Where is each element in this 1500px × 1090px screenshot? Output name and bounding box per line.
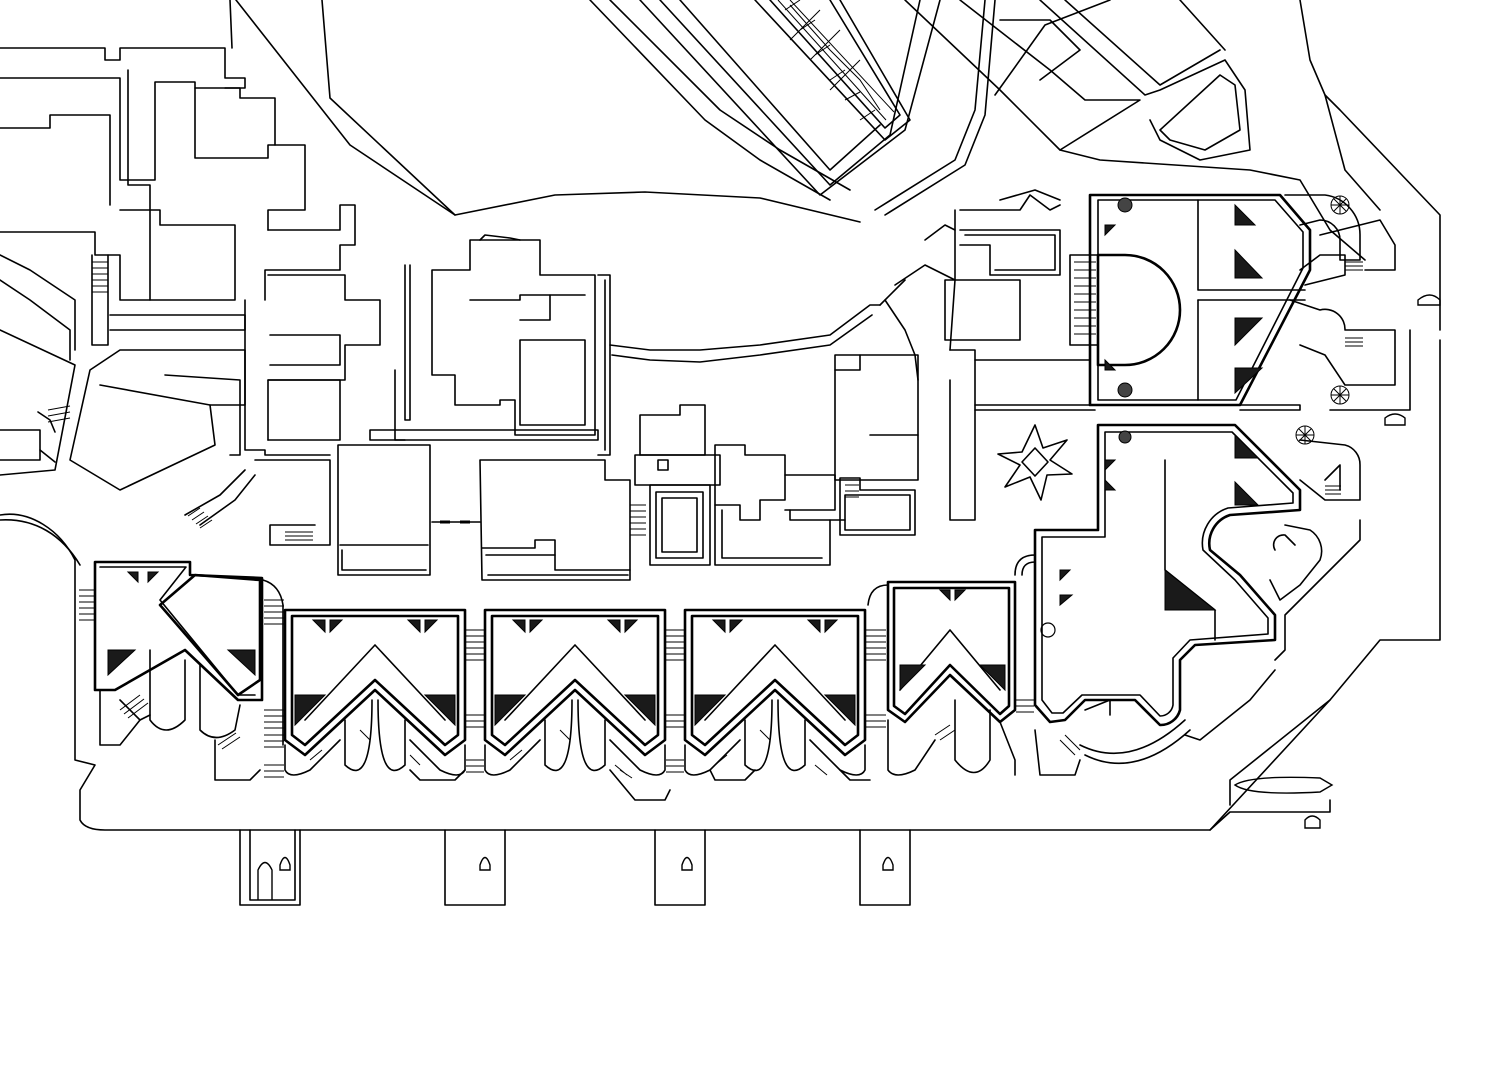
boat-icon bbox=[257, 294, 1441, 900]
compass-rose-icon bbox=[997, 424, 1073, 501]
middle-building-cluster bbox=[337, 234, 919, 581]
spiral-stair-icon bbox=[1295, 195, 1350, 445]
upper-right-structures bbox=[879, 19, 1096, 521]
upper-road-and-terrain bbox=[229, 0, 1441, 331]
pavilion-row bbox=[79, 554, 1191, 801]
pavilion-4 bbox=[886, 580, 1017, 776]
pavilion-2 bbox=[483, 608, 667, 776]
stair-flights bbox=[47, 261, 859, 541]
pavilion-3 bbox=[683, 608, 867, 776]
waterfront-promenade bbox=[0, 339, 1441, 906]
upper-left-building-cluster bbox=[0, 47, 381, 546]
lower-right-pavilion bbox=[1033, 423, 1361, 741]
upper-right-pavilion bbox=[1069, 193, 1411, 411]
pavilion-1 bbox=[283, 608, 467, 776]
